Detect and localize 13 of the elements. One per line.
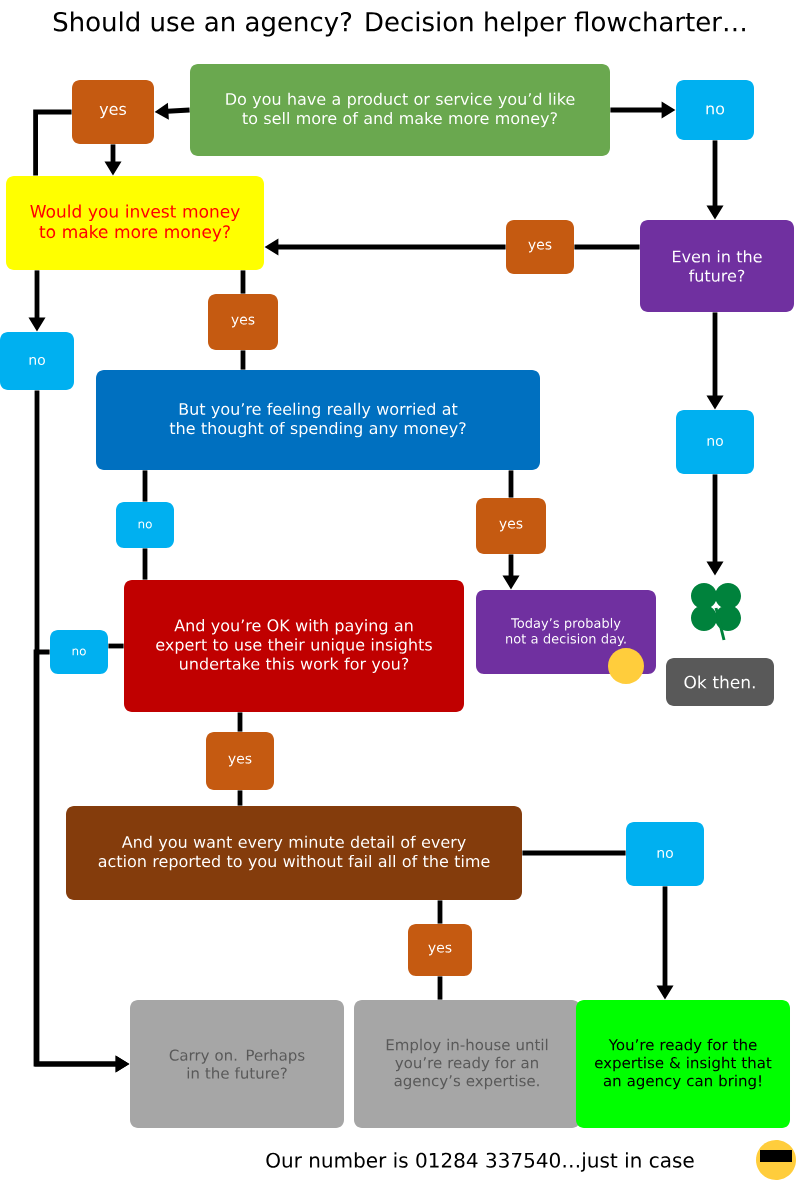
arrow [33,109,72,176]
answer-box: yes [72,80,154,144]
question-box: And you’re OK with paying an expert to use their unique insights undertake this work for you? [124,580,464,712]
clover-icon [691,583,741,641]
question-box: But you’re feeling really worried at the thought of spending any money? [96,370,540,470]
question-box: Would you invest money to make more money? [6,176,264,270]
answer-box: no [676,80,754,140]
question-box: Even in the future? [640,220,794,312]
title: Should use an agency? Decision helper flowcharter… [53,11,745,37]
phone-note: Our number is 01284 337540…just in case [266,1152,694,1172]
outcome-box: Ok then. [666,658,774,706]
question-box: And you want every minute detail of every action reported to you without fail all of the time [66,806,522,900]
question-box: Do you have a product or service you’d like to sell more of and make more money? [190,64,610,156]
